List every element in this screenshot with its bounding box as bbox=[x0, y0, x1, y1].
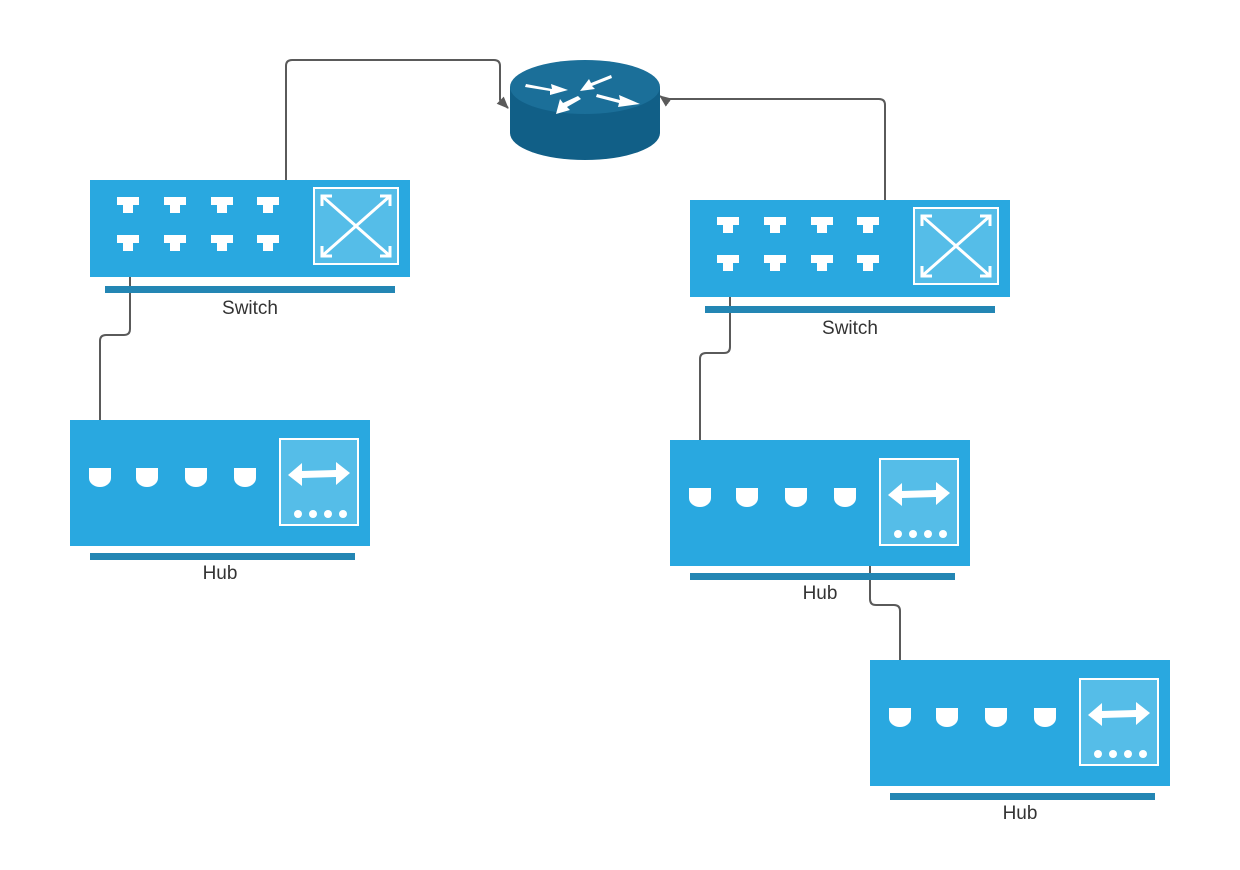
connector-hub-left-to-switch-left[interactable] bbox=[99, 237, 135, 486]
port-icon bbox=[717, 255, 739, 271]
port-icon bbox=[211, 197, 233, 213]
port-icon bbox=[785, 488, 807, 507]
port-icon bbox=[985, 708, 1007, 727]
port-icon bbox=[764, 217, 786, 233]
port-icon bbox=[717, 217, 739, 233]
switch-right[interactable] bbox=[690, 200, 1010, 313]
port-icon bbox=[689, 488, 711, 507]
port-icon bbox=[234, 468, 256, 487]
double-arrow-icon bbox=[1088, 702, 1150, 726]
hub-stand bbox=[690, 573, 955, 580]
port-icon bbox=[764, 255, 786, 271]
router-arrows-icon bbox=[525, 75, 640, 114]
port-icon bbox=[164, 197, 186, 213]
port-icon bbox=[811, 217, 833, 233]
switch-left-label: Switch bbox=[222, 298, 278, 319]
port-icon bbox=[857, 255, 879, 271]
port-icon bbox=[736, 488, 758, 507]
hub-bottom-label: Hub bbox=[1003, 803, 1038, 824]
port-icon bbox=[1034, 708, 1056, 727]
port-icon bbox=[936, 708, 958, 727]
port-icon bbox=[211, 235, 233, 251]
hub-stand bbox=[890, 793, 1155, 800]
port-icon bbox=[164, 235, 186, 251]
double-arrow-icon bbox=[888, 482, 950, 506]
crossover-arrows-icon bbox=[920, 214, 992, 278]
router-icon[interactable] bbox=[510, 60, 660, 160]
switch-left[interactable] bbox=[90, 180, 410, 293]
hub-left[interactable] bbox=[70, 420, 370, 560]
hub-right-label: Hub bbox=[803, 583, 838, 604]
switch-stand bbox=[705, 306, 995, 313]
double-arrow-icon bbox=[288, 462, 350, 486]
status-lights-icon bbox=[1094, 750, 1147, 758]
hub-left-label: Hub bbox=[203, 563, 238, 584]
hub-bottom[interactable] bbox=[870, 660, 1170, 800]
status-lights-icon bbox=[294, 510, 347, 518]
connectors bbox=[99, 59, 901, 726]
switch-stand bbox=[105, 286, 395, 293]
hub-stand bbox=[90, 553, 355, 560]
port-icon bbox=[185, 468, 207, 487]
port-icon bbox=[257, 197, 279, 213]
port-icon bbox=[117, 235, 139, 251]
port-icon bbox=[834, 488, 856, 507]
connector-hub-right-to-switch-right[interactable] bbox=[699, 257, 735, 506]
labels: Switch Switch Hub Hub Hub bbox=[203, 298, 1038, 824]
crossover-arrows-icon bbox=[320, 194, 392, 258]
switch-right-label: Switch bbox=[822, 318, 878, 339]
port-icon bbox=[811, 255, 833, 271]
port-icon bbox=[117, 197, 139, 213]
port-icon bbox=[136, 468, 158, 487]
port-icon bbox=[889, 708, 911, 727]
port-icon bbox=[857, 217, 879, 233]
port-icon bbox=[89, 468, 111, 487]
status-lights-icon bbox=[894, 530, 947, 538]
hub-right[interactable] bbox=[670, 440, 970, 580]
port-icon bbox=[257, 235, 279, 251]
